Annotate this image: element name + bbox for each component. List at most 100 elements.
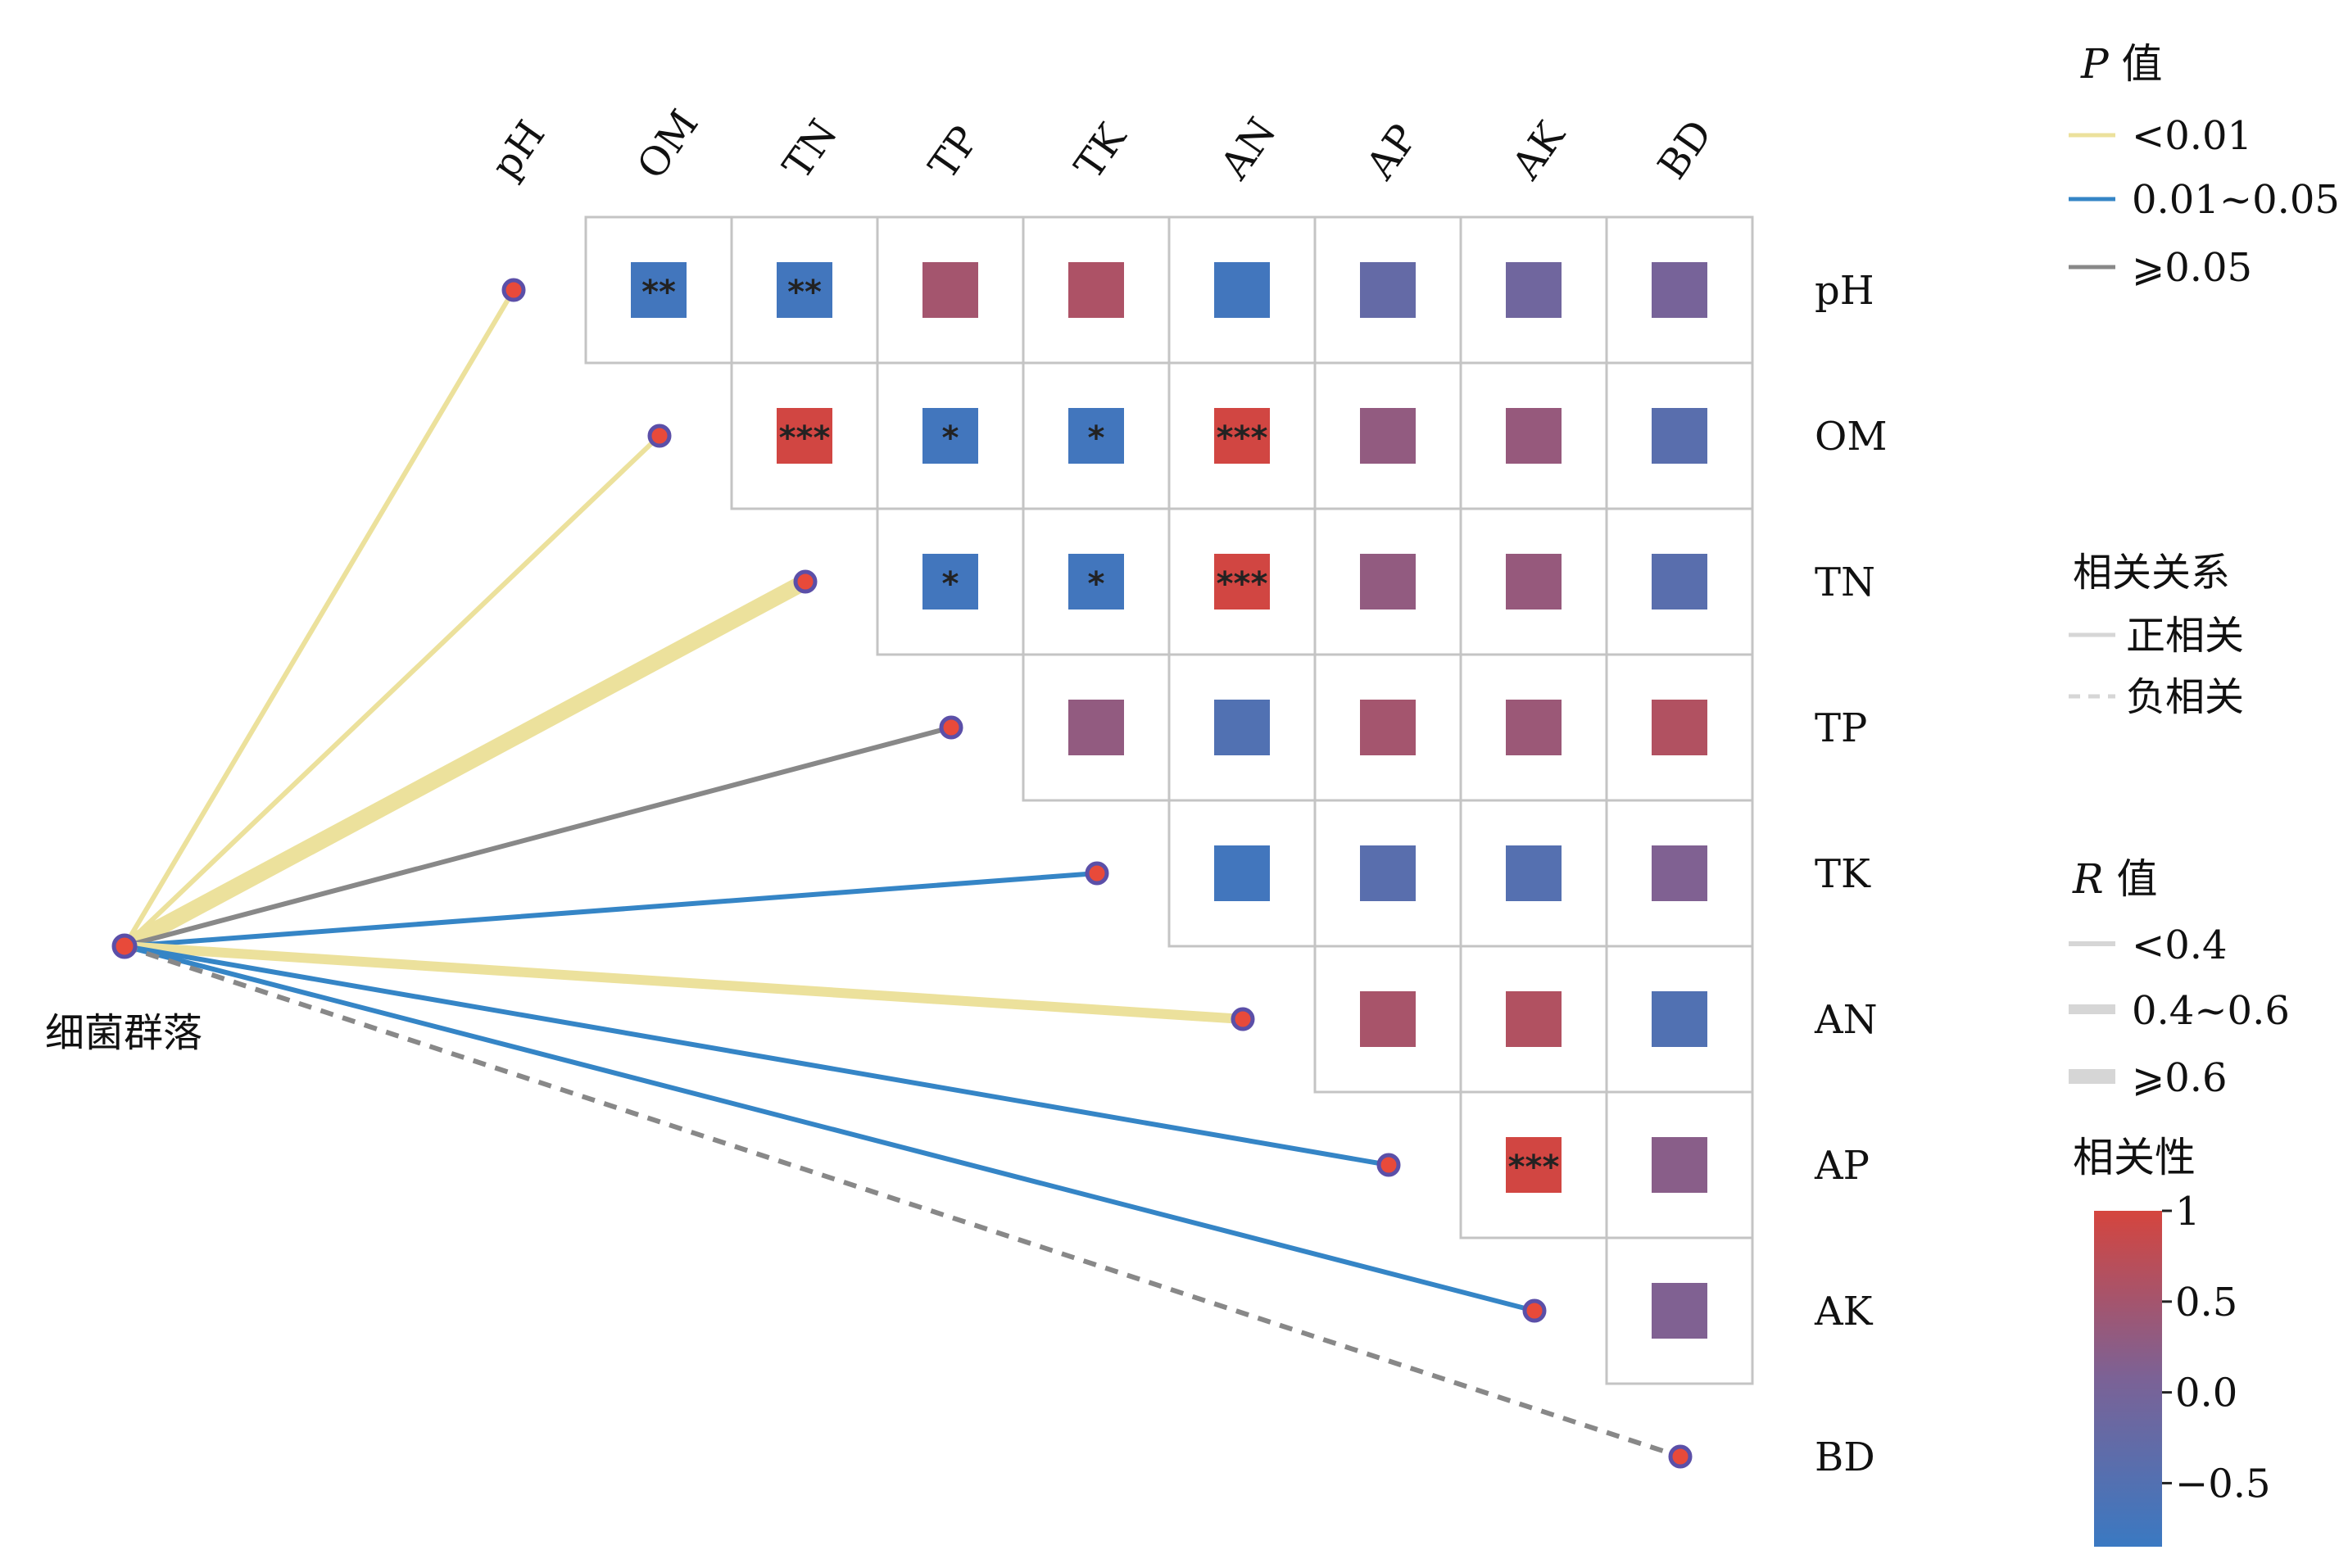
row-label-BD: BD: [1815, 1434, 1875, 1480]
corr-square-TK-AP: [1360, 845, 1416, 901]
legend-p-label-2: 0.01~0.05: [2132, 177, 2339, 223]
link-AN: [120, 941, 1248, 1024]
legend-p-label-3: ⩾0.05: [2132, 245, 2252, 291]
node-community: [111, 933, 138, 959]
col-label-OM: OM: [628, 102, 708, 188]
colorbar-tick-label-1: 1: [2175, 1189, 2201, 1235]
node-AK: [1522, 1298, 1547, 1323]
colorbar-title: 相关性: [2073, 1134, 2196, 1181]
corr-square-pH-BD: [1652, 262, 1707, 318]
col-label-AK: AK: [1503, 113, 1575, 188]
corr-square-OM-TN: [777, 408, 832, 464]
legend-p-title: P 值: [2080, 40, 2163, 88]
corr-square-TP-AK: [1506, 700, 1562, 755]
node-pH: [501, 278, 526, 302]
corr-square-TP-AN: [1214, 700, 1270, 755]
corr-square-TN-AP: [1360, 554, 1416, 610]
corr-square-pH-AP: [1360, 262, 1416, 318]
legend-relation-title: 相关关系: [2073, 550, 2230, 596]
legend-p-value: P 值 <0.01 0.01~0.05 ⩾0.05: [2069, 40, 2339, 291]
col-label-AN: AN: [1211, 110, 1285, 188]
corr-square-pH-TK: [1068, 262, 1124, 318]
row-label-TK: TK: [1815, 851, 1871, 897]
corr-square-OM-AK: [1506, 408, 1562, 464]
row-label-TP: TP: [1815, 705, 1867, 751]
colorbar-tick-label-0.0: 0.0: [2175, 1371, 2237, 1416]
corr-square-pH-TN: [777, 262, 832, 318]
corr-square-OM-TP: [922, 408, 978, 464]
link-OM: [122, 433, 662, 949]
col-label-TP: TP: [920, 118, 988, 188]
link-AP: [122, 944, 1391, 1167]
corr-square-AK-BD: [1652, 1283, 1707, 1339]
link-pH: [122, 288, 516, 949]
significance-OM-AN: ***: [1217, 419, 1268, 457]
corr-square-OM-AP: [1360, 408, 1416, 464]
corr-square-TP-BD: [1652, 700, 1707, 755]
matrix-cells: ********************: [631, 262, 1707, 1339]
link-TP: [122, 725, 954, 949]
corr-square-OM-AN: [1214, 408, 1270, 464]
col-label-pH: pH: [483, 112, 555, 188]
corr-square-TN-TK: [1068, 554, 1124, 610]
corr-square-TK-BD: [1652, 845, 1707, 901]
legend-r-label-2: 0.4~0.6: [2132, 988, 2290, 1034]
row-label-AK: AK: [1814, 1289, 1874, 1335]
col-label-TN: TN: [774, 111, 846, 188]
corr-square-AN-AP: [1360, 991, 1416, 1047]
legend-relation-label-1: 正相关: [2126, 613, 2244, 659]
node-TP: [939, 715, 963, 740]
colorbar-gradient: [2094, 1211, 2162, 1547]
corr-square-pH-OM: [631, 262, 687, 318]
row-label-OM: OM: [1815, 414, 1888, 460]
link-TN: [116, 573, 814, 954]
significance-TN-AN: ***: [1217, 565, 1268, 603]
node-AN: [1231, 1007, 1255, 1031]
significance-pH-OM: **: [641, 274, 676, 311]
row-label-AP: AP: [1814, 1143, 1870, 1189]
legend-r-title: R 值: [2072, 855, 2158, 903]
link-TK: [122, 871, 1099, 949]
legend-colorbar: 相关性 10.50.0−0.5: [2073, 1134, 2271, 1547]
legend-p-label-1: <0.01: [2132, 113, 2252, 159]
corr-square-pH-AN: [1214, 262, 1270, 318]
significance-TN-TP: *: [942, 565, 959, 603]
corr-square-TP-TK: [1068, 700, 1124, 755]
significance-OM-TP: *: [942, 419, 959, 457]
colorbar-tick-label-0.5: 0.5: [2175, 1280, 2237, 1326]
significance-AP-AK: ***: [1508, 1149, 1560, 1186]
significance-pH-TN: **: [787, 274, 822, 311]
col-label-BD: BD: [1649, 111, 1721, 188]
legend-relation-label-2: 负相关: [2126, 674, 2244, 720]
node-OM: [647, 424, 672, 448]
corr-square-OM-TK: [1068, 408, 1124, 464]
corr-square-pH-AK: [1506, 262, 1562, 318]
corr-square-AN-BD: [1652, 991, 1707, 1047]
corr-square-TN-BD: [1652, 554, 1707, 610]
row-label-AN: AN: [1814, 997, 1878, 1043]
link-AK: [122, 944, 1537, 1313]
significance-OM-TK: *: [1088, 419, 1105, 457]
node-BD: [1668, 1444, 1693, 1469]
corr-square-AP-BD: [1652, 1137, 1707, 1193]
col-label-AP: AP: [1357, 116, 1426, 188]
node-TK: [1085, 861, 1109, 886]
corr-square-AP-AK: [1506, 1137, 1562, 1193]
corr-square-TN-AK: [1506, 554, 1562, 610]
node-TN: [793, 569, 818, 594]
corr-square-OM-BD: [1652, 408, 1707, 464]
grid-cell-AK-BD: [1605, 1236, 1754, 1385]
link-BD: [124, 944, 1681, 1459]
corr-square-pH-TP: [922, 262, 978, 318]
corr-square-TK-AK: [1506, 845, 1562, 901]
corr-square-TP-AP: [1360, 700, 1416, 755]
community-label: 细菌群落: [45, 1010, 202, 1056]
legend-r-value: R 值 <0.4 0.4~0.6 ⩾0.6: [2069, 855, 2290, 1101]
row-label-pH: pH: [1815, 268, 1874, 314]
significance-TN-TK: *: [1088, 565, 1105, 603]
legend-r-label-3: ⩾0.6: [2132, 1055, 2228, 1101]
corr-square-TN-AN: [1214, 554, 1270, 610]
